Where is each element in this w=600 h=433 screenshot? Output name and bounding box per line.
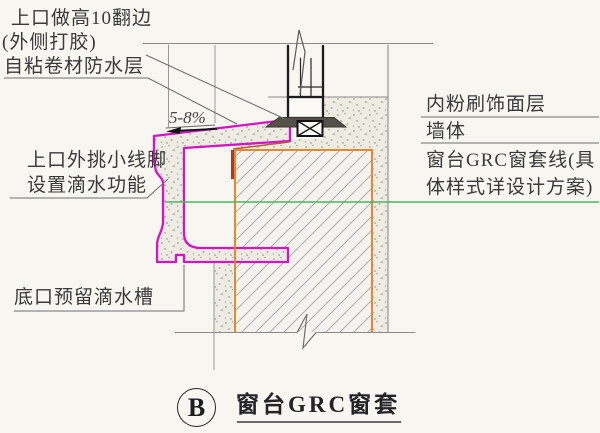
label-drip-groove: 底口预留滴水槽 xyxy=(14,287,155,308)
break-mark-top xyxy=(292,29,306,96)
leader-drip-groove xyxy=(14,265,185,312)
label-molding-line2: 设置滴水功能 xyxy=(27,175,148,196)
backer-block-box xyxy=(296,120,324,137)
bedding-mortar-band xyxy=(233,139,323,150)
leader-membrane xyxy=(4,77,238,125)
leader-lines xyxy=(4,54,599,312)
wall-outline-orange xyxy=(234,149,373,332)
label-slope: 5-8% xyxy=(169,108,206,127)
label-membrane: 自粘卷材防水层 xyxy=(4,56,145,77)
detail-mark-circle: B xyxy=(177,388,216,427)
label-top-flange-line2: (外侧打胶) xyxy=(2,32,97,53)
grc-sill-profile xyxy=(152,118,292,264)
label-interior-plaster: 内粉刷饰面层 xyxy=(426,94,547,115)
detail-mark-letter: B xyxy=(187,392,206,422)
label-grc-trim-line2: 体样式详设计方案) xyxy=(426,177,594,198)
plaster-strip-left xyxy=(214,262,233,332)
wall-core-hatch xyxy=(235,150,372,332)
break-mark-bottom xyxy=(296,313,317,350)
detail-title: 窗台GRC窗套 xyxy=(236,392,401,417)
window-frame-jambs xyxy=(286,45,325,97)
label-top-flange-line1: 上口做高10翻边 xyxy=(11,8,153,29)
label-molding-line1: 上口外挑小线脚 xyxy=(27,150,168,171)
projection-lines xyxy=(168,45,216,127)
leader-molding xyxy=(10,178,169,199)
leader-top-flange xyxy=(145,54,286,120)
label-grc-trim-line1: 窗台GRC窗套线(具 xyxy=(426,150,596,171)
detail-title-underline xyxy=(237,421,401,423)
frame-bottom-rail xyxy=(286,95,325,120)
plaster-strip-right xyxy=(373,150,388,332)
membrane-line-horizontal xyxy=(232,141,290,150)
slope-arrow xyxy=(165,124,218,134)
label-wall: 墙体 xyxy=(426,121,467,142)
